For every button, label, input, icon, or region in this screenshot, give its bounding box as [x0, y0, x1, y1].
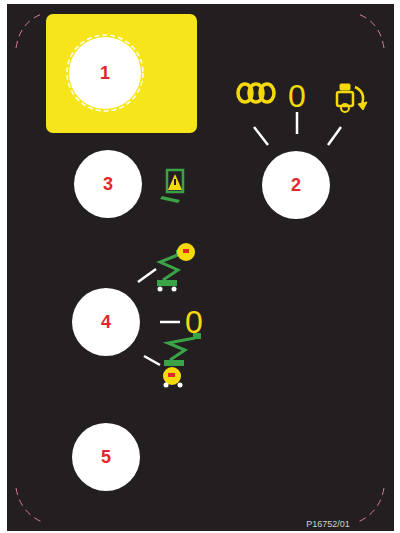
callout-number: 4	[101, 313, 111, 331]
part-number: P16752/01	[306, 519, 350, 529]
callout-number: 3	[103, 175, 113, 193]
callout-circle: 2	[262, 151, 330, 219]
callout-number: 5	[101, 448, 111, 466]
callout-number: 2	[291, 176, 301, 194]
zero-position: 0	[185, 304, 203, 341]
callout-circle: 1	[69, 37, 141, 109]
zero-position: 0	[288, 78, 306, 115]
callout-circle: 5	[72, 423, 140, 491]
callout-circle: 4	[72, 288, 140, 356]
callout-circle: 3	[74, 150, 142, 218]
callout-number: 1	[100, 64, 110, 82]
